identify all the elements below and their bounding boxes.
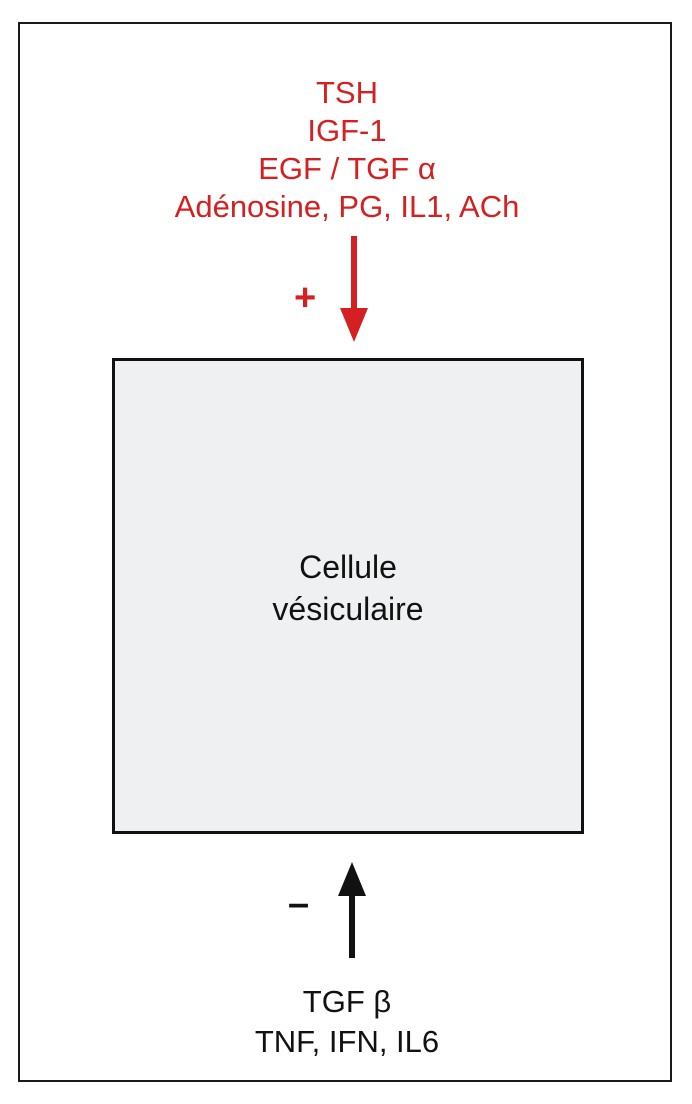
stimulation-arrow-icon [340, 236, 368, 342]
stimulator-line: Adénosine, PG, IL1, ACh [174, 189, 520, 224]
cell-label-line1: Cellule [299, 549, 397, 585]
inhibitor-line: TGF β [302, 984, 392, 1019]
stimulator-line: TSH [316, 75, 378, 110]
inhibition-sign: – [288, 883, 310, 925]
stimulator-line: IGF-1 [307, 113, 387, 148]
stimulation-sign: + [294, 277, 317, 319]
diagram-frame: TSH IGF-1 EGF / TGF α Adénosine, PG, IL1… [18, 22, 672, 1082]
inhibitor-line: TNF, IFN, IL6 [254, 1024, 440, 1059]
inhibitor-list: TGF β TNF, IFN, IL6 [20, 982, 674, 1062]
stimulation-arrow-head [340, 308, 368, 342]
cell-box: Cellule vésiculaire [112, 358, 584, 834]
cell-label-line2: vésiculaire [272, 591, 424, 627]
cell-label: Cellule vésiculaire [115, 546, 581, 630]
stimulator-list: TSH IGF-1 EGF / TGF α Adénosine, PG, IL1… [20, 74, 674, 226]
inhibition-arrow-head [338, 862, 366, 896]
stimulator-line: EGF / TGF α [258, 151, 436, 186]
inhibition-arrow-icon [338, 862, 366, 958]
